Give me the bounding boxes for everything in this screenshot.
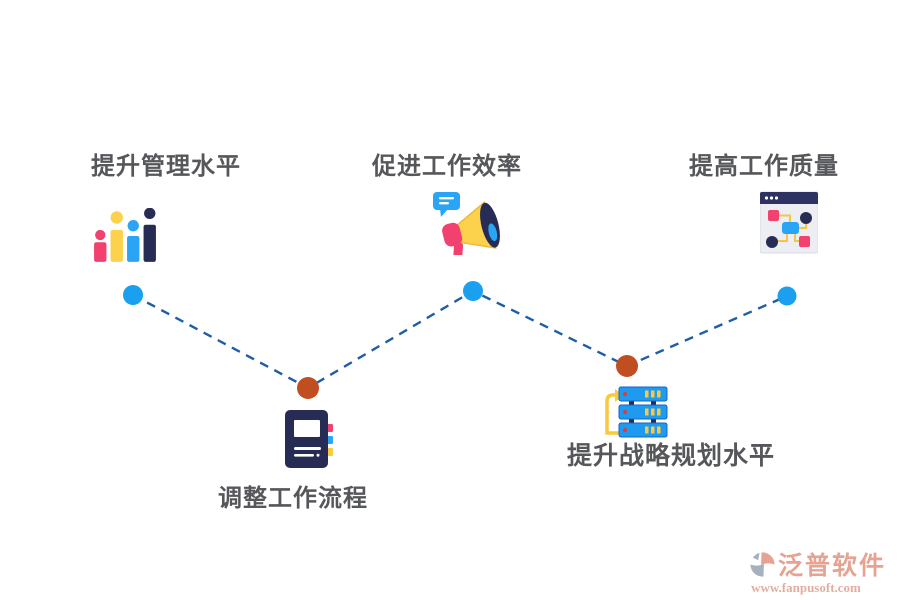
brand-name: 泛普软件 — [777, 553, 886, 580]
server-arrow-icon — [595, 385, 669, 444]
milestone-dot-blue-3 — [777, 286, 797, 306]
node-label-improve-quality: 提高工作质量 — [689, 153, 839, 180]
brand-url: www.fanpusoft.com — [751, 580, 861, 595]
bar-chart-icon — [92, 207, 158, 267]
notebook-icon — [284, 410, 334, 473]
node-label-promote-efficiency: 促进工作效率 — [372, 153, 522, 180]
milestone-dot-blue-1 — [123, 285, 143, 305]
browser-flowchart-icon — [759, 191, 819, 259]
milestone-dot-blue-2 — [463, 281, 483, 301]
brand-logo-icon — [749, 551, 776, 578]
brand-watermark: 泛普软件 www.fanpusoft.com — [726, 546, 886, 596]
connector-dashed-line — [132, 289, 788, 390]
node-label-strategic-planning: 提升战略规划水平 — [566, 442, 775, 470]
milestone-dot-orange-2 — [616, 355, 638, 377]
milestone-dot-orange-1 — [297, 377, 319, 399]
node-label-adjust-workflow: 调整工作流程 — [218, 485, 368, 512]
megaphone-icon — [432, 191, 508, 263]
node-label-improve-management: 提升管理水平 — [91, 153, 241, 180]
